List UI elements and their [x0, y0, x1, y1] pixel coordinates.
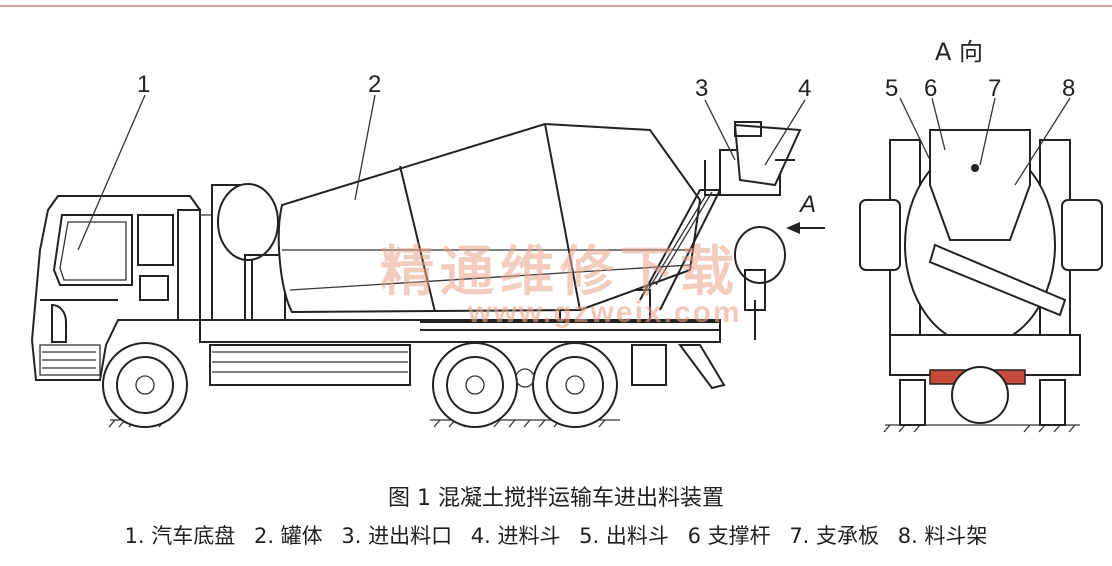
callout-6: 6	[924, 75, 937, 102]
legend-item: 6 支撑杆	[687, 524, 771, 548]
rear-tyre-right	[1039, 379, 1066, 426]
callout-leaders	[77, 94, 806, 251]
ground-hatch	[108, 419, 620, 428]
rear-support	[639, 189, 786, 340]
figure-caption: 图 1 混凝土搅拌运输车进出料装置	[388, 486, 724, 511]
legend-item: 2. 罐体	[253, 524, 323, 548]
watermark-url: www.gzweix.com	[467, 296, 742, 329]
callout-2: 2	[368, 71, 381, 98]
view-title: A 向	[935, 38, 983, 66]
legend-item: 5. 出料斗	[579, 524, 669, 548]
mixer-drum	[277, 122, 702, 314]
arrow-label-a: A	[798, 191, 816, 218]
left-light	[859, 199, 901, 271]
front-wheel	[102, 342, 188, 428]
legend-item: 4. 进料斗	[470, 524, 561, 548]
truck-cab	[30, 195, 213, 381]
direction-arrow-a	[786, 222, 825, 234]
watermark-text: 精通维修下载	[380, 240, 740, 303]
hopper-rear	[929, 129, 1031, 241]
figure-legend: 1. 汽车底盘 2. 罐体 3. 进出料口 4. 进料斗 5. 出料斗 6 支撑…	[0, 520, 1112, 550]
side-view	[30, 94, 825, 428]
rear-view	[859, 97, 1103, 433]
legend-item: 1. 汽车底盘	[124, 524, 236, 548]
axle-hub	[515, 368, 535, 388]
callout-5: 5	[885, 75, 898, 102]
rear-wheel-2	[532, 342, 618, 428]
rear-wheel-1	[432, 342, 518, 428]
front-support	[211, 183, 286, 321]
right-light	[1061, 199, 1103, 271]
legend-item: 8. 料斗架	[897, 524, 988, 548]
rear-tyre-left	[899, 379, 926, 426]
feed-hopper	[704, 121, 802, 196]
callout-3: 3	[695, 75, 708, 102]
callout-7: 7	[988, 75, 1001, 102]
chassis-frame	[199, 289, 726, 390]
legend-item: 7. 支承板	[789, 524, 880, 548]
rear-callout-leaders	[899, 97, 1071, 186]
callout-4: 4	[798, 75, 811, 102]
callout-1: 1	[137, 71, 150, 98]
legend-item: 3. 进出料口	[341, 524, 453, 548]
callout-8: 8	[1062, 75, 1075, 102]
discharge-chute	[928, 243, 1067, 317]
rear-wheel	[951, 366, 1009, 424]
